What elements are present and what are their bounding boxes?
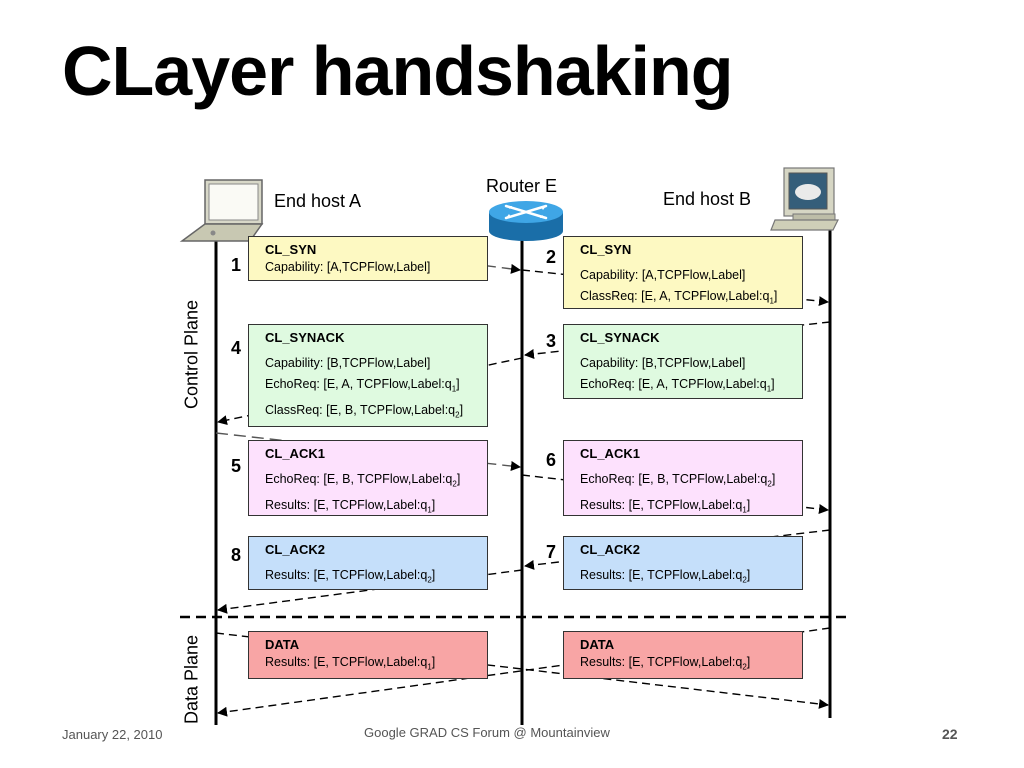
footer-venue: Google GRAD CS Forum @ Mountainview bbox=[364, 725, 610, 740]
router-icon bbox=[489, 201, 563, 241]
message-box-cl-ack2-8: CL_ACK2 Results: [E, TCPFlow,Label:q2] bbox=[248, 536, 488, 590]
step-number: 5 bbox=[231, 456, 242, 476]
step-number: 1 bbox=[231, 255, 242, 275]
message-header: CL_SYN bbox=[265, 242, 317, 257]
message-line: Results: [E, TCPFlow,Label:q1] bbox=[580, 497, 751, 515]
message-line: ClassReq: [E, A, TCPFlow,Label:q1] bbox=[580, 289, 778, 306]
message-line: EchoReq: [E, A, TCPFlow,Label:q1] bbox=[265, 377, 460, 394]
message-line: Results: [E, TCPFlow,Label:q2] bbox=[580, 655, 751, 672]
message-line: Results: [E, TCPFlow,Label:q2] bbox=[580, 568, 751, 585]
step-number: 8 bbox=[231, 545, 242, 565]
arrow-data-b-to-a bbox=[217, 627, 831, 717]
message-box-cl-ack1-6: CL_ACK1 EchoReq: [E, B, TCPFlow,Label:q2… bbox=[563, 440, 803, 516]
message-header: CL_SYN bbox=[580, 242, 632, 257]
message-line: ClassReq: [E, B, TCPFlow,Label:q2] bbox=[265, 402, 464, 420]
message-header: CL_ACK1 bbox=[580, 446, 640, 461]
message-header: CL_SYNACK bbox=[265, 330, 345, 345]
host-b-label: End host B bbox=[663, 189, 752, 209]
laptop-icon bbox=[179, 179, 264, 242]
message-line: Capability: [B,TCPFlow,Label] bbox=[265, 356, 431, 370]
message-box-data-1: DATA Results: [E, TCPFlow,Label:q1] bbox=[248, 631, 488, 679]
message-box-cl-syn-1: CL_SYN Capability: [A,TCPFlow,Label] bbox=[248, 236, 488, 281]
message-line: Results: [E, TCPFlow,Label:q1] bbox=[265, 497, 436, 515]
message-box-cl-synack-3: CL_SYNACK Capability: [B,TCPFlow,Label] … bbox=[563, 324, 803, 399]
router-e-label: Router E bbox=[486, 176, 558, 196]
message-header: CL_ACK2 bbox=[580, 542, 640, 557]
message-header: CL_SYNACK bbox=[580, 330, 660, 345]
message-line: Results: [E, TCPFlow,Label:q2] bbox=[265, 568, 436, 585]
host-a-label: End host A bbox=[274, 191, 362, 211]
data-plane-label: Data Plane bbox=[181, 634, 202, 725]
message-line: Results: [E, TCPFlow,Label:q1] bbox=[265, 655, 436, 672]
message-line: EchoReq: [E, A, TCPFlow,Label:q1] bbox=[580, 377, 775, 394]
step-number: 3 bbox=[546, 331, 557, 351]
step-number: 7 bbox=[546, 542, 557, 562]
message-box-data-2: DATA Results: [E, TCPFlow,Label:q2] bbox=[563, 631, 803, 679]
message-line: EchoReq: [E, B, TCPFlow,Label:q2] bbox=[265, 472, 461, 489]
step-number: 4 bbox=[231, 338, 242, 358]
control-plane-label: Control Plane bbox=[181, 299, 202, 410]
message-box-cl-syn-2: CL_SYN Capability: [A,TCPFlow,Label] Cla… bbox=[563, 236, 803, 309]
step-number: 6 bbox=[546, 450, 557, 470]
message-line: Capability: [A,TCPFlow,Label] bbox=[580, 268, 746, 282]
message-line: EchoReq: [E, B, TCPFlow,Label:q2] bbox=[580, 472, 776, 489]
message-box-cl-ack1-5: CL_ACK1 EchoReq: [E, B, TCPFlow,Label:q2… bbox=[248, 440, 488, 516]
message-line: Capability: [A,TCPFlow,Label] bbox=[265, 260, 431, 274]
message-box-cl-ack2-7: CL_ACK2 Results: [E, TCPFlow,Label:q2] bbox=[563, 536, 803, 590]
message-header: DATA bbox=[265, 637, 300, 652]
step-number: 2 bbox=[546, 247, 557, 267]
slide-title: CLayer handshaking bbox=[62, 32, 734, 110]
arrow-data-a-to-b bbox=[215, 632, 829, 709]
message-header: CL_ACK1 bbox=[265, 446, 325, 461]
page-number: 22 bbox=[942, 726, 958, 742]
message-header: DATA bbox=[580, 637, 615, 652]
message-header: CL_ACK2 bbox=[265, 542, 325, 557]
message-box-cl-synack-4: CL_SYNACK Capability: [B,TCPFlow,Label] … bbox=[248, 324, 488, 427]
desktop-computer-icon bbox=[770, 167, 839, 231]
footer-date: January 22, 2010 bbox=[62, 727, 163, 742]
message-line: Capability: [B,TCPFlow,Label] bbox=[580, 356, 746, 370]
